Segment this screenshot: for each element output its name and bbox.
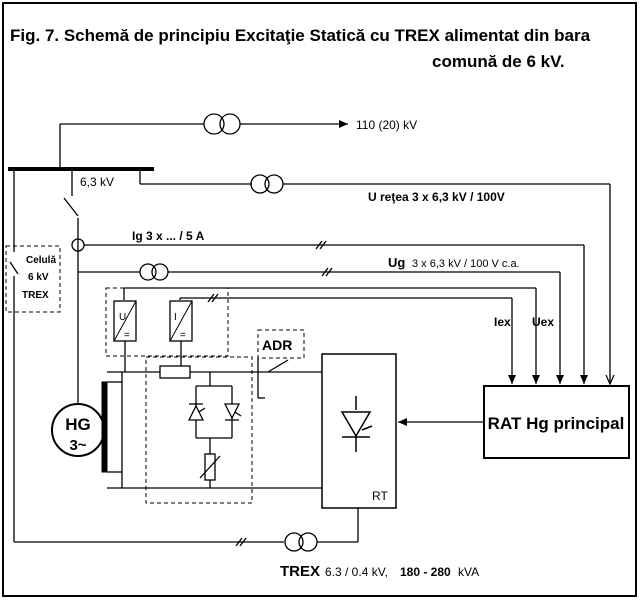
rat-label: RAT Hg principal: [488, 414, 625, 433]
meter-i-label: I: [174, 312, 177, 323]
ug-rating: 3 x 6,3 kV / 100 V c.a.: [412, 258, 520, 270]
meter-leads: [124, 341, 182, 372]
trex-label: TREX: [280, 563, 320, 580]
current-meter: I =: [169, 300, 193, 342]
crowbar-thyristors: [187, 372, 242, 454]
hg-generator: HG 3~: [51, 395, 105, 457]
meter-u-symbol: =: [124, 330, 130, 341]
ug-vt-line: [78, 263, 564, 384]
shunt-resistor: [159, 365, 191, 379]
trex-cell-box: [5, 245, 61, 313]
cell-label-line2: 6 kV: [28, 272, 49, 283]
ug-label: Ug: [388, 255, 405, 270]
ig-ct-line: [71, 238, 588, 384]
hg-phase-label: 3~: [69, 437, 86, 454]
trex-rating-b: 180 - 280: [400, 565, 451, 579]
hg-label: HG: [65, 415, 91, 434]
trex-rating-a: 6.3 / 0.4 kV,: [325, 565, 388, 579]
iex-label: Iex: [494, 315, 511, 329]
trex-rating-c: kVA: [458, 565, 479, 579]
trex-label-group: TREX 6.3 / 0.4 kV, 180 - 280 kVA: [280, 563, 479, 580]
trex-cell-branch: [9, 169, 359, 552]
figure-title-line2: comună de 6 kV.: [432, 52, 565, 71]
voltage-meter: U =: [113, 300, 137, 342]
uex-label: Uex: [532, 315, 554, 329]
varistor: [199, 453, 221, 488]
adr-label: ADR: [262, 337, 292, 353]
meter-u-label: U: [119, 312, 126, 323]
rt-label: RT: [372, 489, 388, 503]
meter-dashed-box: [105, 287, 229, 357]
retea-vt-line: [139, 169, 610, 384]
ig-label: Ig 3 x ... / 5 A: [132, 229, 205, 243]
cell-label-line1: Celulă: [26, 255, 56, 266]
hv-line-label: 110 (20) kV: [356, 118, 417, 132]
excitation-winding: [101, 371, 322, 489]
cell-label-line3: TREX: [22, 290, 49, 301]
meter-i-symbol: =: [180, 330, 186, 341]
hv-line-110kv: [59, 113, 348, 169]
bus-voltage-label: 6,3 kV: [80, 175, 114, 189]
protection-dashed-box: [145, 356, 253, 504]
adr-unit: ADR: [257, 329, 305, 399]
rt-rectifier: RT: [321, 353, 397, 509]
u-retea-label: U reţea 3 x 6,3 kV / 100V: [368, 190, 505, 204]
figure-title-line1: Fig. 7. Schemă de principiu Excitaţie St…: [10, 26, 591, 45]
generator-breaker: [63, 169, 79, 395]
rat-hg-principal: RAT Hg principal: [483, 385, 630, 459]
